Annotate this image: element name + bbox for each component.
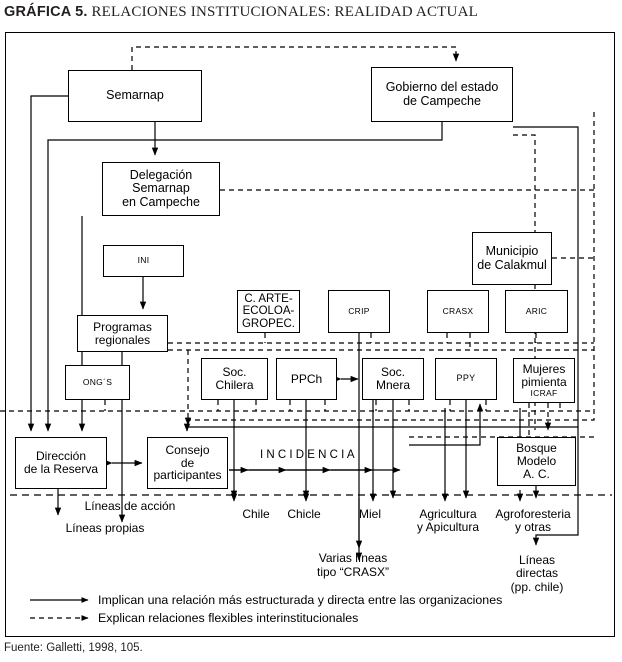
node-ppch: PPCh [276,358,337,400]
node-crip: CRIP [328,290,390,333]
node-ini: INI [103,245,184,277]
diagram-frame [5,32,615,637]
node-label-direccion: Dirección de la Reserva [23,449,99,476]
node-label-socchilera: Soc. Chilera [215,365,254,392]
node-bosque: Bosque Modelo A. C. [497,437,576,486]
annotation-varias-lineas-tipo: tipo “CRASX” [316,565,390,579]
annotation-chile: Chile [242,507,270,521]
node-carte: C. ARTE- ECOLOA- GROPEC. [237,290,300,333]
node-delegacion: Delegación Semarnap en Campeche [102,162,220,216]
annotation-lineas-de-accion: Líneas de acción [84,499,176,513]
node-label-aric: ARIC [525,305,548,316]
annotation-lineas-propias: Líneas propias [65,521,145,535]
node-gobierno: Gobierno del estado de Campeche [371,67,513,122]
node-ppy: PPY [435,358,497,400]
node-programas: Programas regionales [77,315,168,352]
annotation-miel: Miel [358,507,381,521]
node-socchilera: Soc. Chilera [201,358,268,400]
node-label-crasx: CRASX [442,305,474,316]
source-note: Fuente: Galletti, 1998, 105. [4,642,143,654]
node-sublabel-mujeres: ICRAF [530,387,558,398]
node-label-ongs: ONG´S [82,376,113,387]
annotation-lineas-directas: Líneas directas (pp. chile) [510,553,564,594]
page-title: GRÁFICA 5. RELACIONES INSTITUCIONALES: R… [4,4,618,28]
title-prefix: GRÁFICA 5. [4,4,88,20]
annotation-agricultura: Agricultura y Apicultura [416,507,480,535]
node-label-consejo: Consejo de participantes [153,442,222,483]
annotation-chicle: Chicle [287,507,321,521]
node-label-semarnap: Semarnap [106,88,164,103]
node-label-bosque: Bosque Modelo A. C. [516,441,557,481]
annotation-agroforesteria: Agroforesteria y otras [495,507,571,535]
node-crasx: CRASX [427,290,489,333]
node-label-carte: C. ARTE- ECOLOA- GROPEC. [241,292,296,330]
node-label-municipio: Municipio de Calakmul [477,244,547,272]
node-label-programas: Programas regionales [93,319,152,347]
title-rest: RELACIONES INSTITUCIONALES: REALIDAD ACT… [91,4,478,20]
node-label-ini: INI [137,255,150,266]
node-label-crip: CRIP [348,305,370,316]
legend-solid-label: Implican una relación más estructurada y… [98,593,503,607]
node-semarnap: Semarnap [68,70,202,122]
node-socmnera: Soc. Mnera [362,358,424,400]
node-municipio: Municipio de Calakmul [472,232,552,285]
node-label-delegacion: Delegación Semarnap en Campeche [122,167,200,209]
annotation-varias-lineas: Varias líneas [318,551,388,565]
node-label-ppy: PPY [456,373,476,384]
node-consejo: Consejo de participantes [147,437,228,489]
legend-dashed-label: Explican relaciones flexibles interinsti… [98,611,359,625]
annotation-incidencia: I N C I D E N C I A [260,449,355,461]
node-label-socmnera: Soc. Mnera [375,365,410,392]
node-label-gobierno: Gobierno del estado de Campeche [385,80,499,108]
node-ongs: ONG´S [65,365,130,400]
node-aric: ARIC [505,290,568,333]
node-direccion: Dirección de la Reserva [15,437,107,489]
node-label-ppch: PPCh [290,371,323,386]
